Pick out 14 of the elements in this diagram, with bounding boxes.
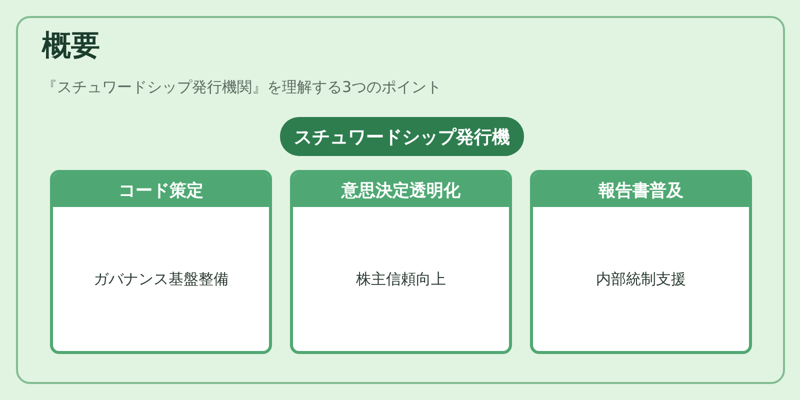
card-title: 報告書普及 [598,180,684,202]
point-card [50,170,272,354]
card-text: ガバナンス基盤整備 [94,270,228,288]
overview-panel [16,16,785,384]
card-text: 内部統制支援 [596,270,686,288]
point-card [530,170,752,354]
banner-text: スチュワードシップ発行機 [294,126,510,148]
card-text: 株主信頼向上 [356,270,446,288]
point-card [290,170,512,354]
card-title: コード策定 [118,180,204,202]
pill-banner [280,117,524,156]
card-title: 意思決定透明化 [342,180,460,202]
heading: 概要 [42,28,100,63]
subtitle: 『スチュワードシップ発行機関』を理解する3つのポイント [42,78,442,98]
